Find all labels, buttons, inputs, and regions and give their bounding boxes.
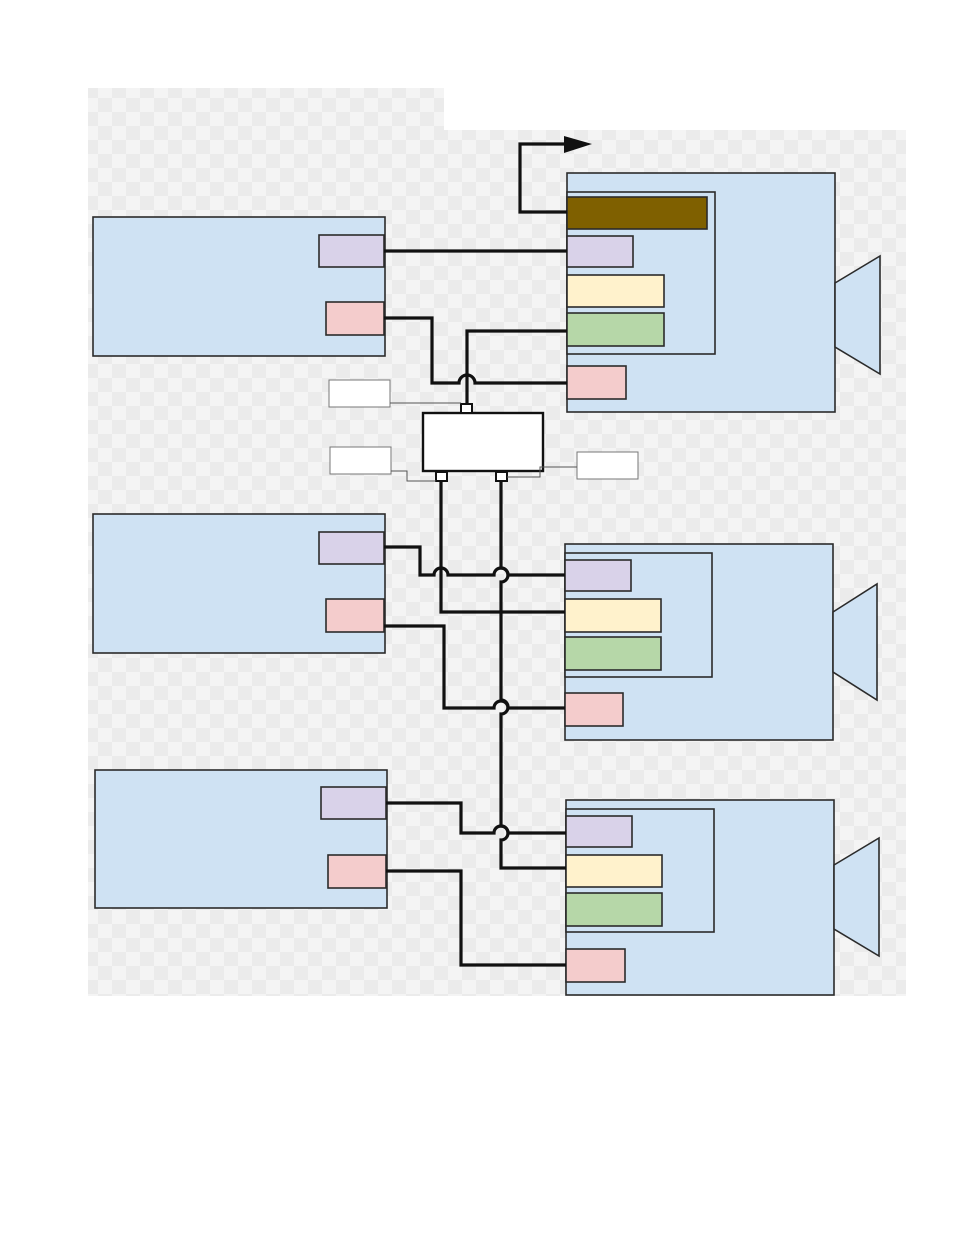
wire-2-lavender bbox=[384, 545, 565, 577]
left-device-2-port-salmon[interactable] bbox=[325, 598, 385, 633]
wires bbox=[384, 136, 592, 967]
camera-2-port-lavender[interactable] bbox=[564, 559, 632, 592]
camera-2-port-salmon[interactable] bbox=[564, 692, 624, 727]
left-device-3 bbox=[94, 769, 388, 909]
camera-3-port-salmon[interactable] bbox=[565, 948, 626, 983]
left-device-1 bbox=[92, 216, 386, 357]
callout-bottom-left bbox=[329, 446, 436, 482]
left-device-1-port-lavender[interactable] bbox=[318, 234, 385, 268]
trapezoid-lens-icon bbox=[833, 836, 880, 958]
wire-3-salmon bbox=[386, 869, 566, 967]
camera-1-port-salmon[interactable] bbox=[566, 365, 627, 400]
camera-1-port-green[interactable] bbox=[566, 312, 665, 347]
camera-3-port-cream[interactable] bbox=[565, 854, 663, 888]
camera-2-port-green[interactable] bbox=[564, 636, 662, 671]
left-device-2-port-lavender[interactable] bbox=[318, 531, 385, 565]
wire-splitter-out-a bbox=[439, 481, 565, 614]
camera-3-port-lavender[interactable] bbox=[565, 815, 633, 848]
arrow-right-icon bbox=[518, 136, 592, 214]
splitter-output-port-b[interactable] bbox=[495, 471, 508, 482]
left-device-1-port-salmon[interactable] bbox=[325, 301, 385, 336]
splitter-box bbox=[421, 403, 545, 482]
callout-top-left bbox=[328, 379, 461, 408]
left-device-2 bbox=[92, 513, 386, 654]
camera-2-port-cream[interactable] bbox=[564, 598, 662, 633]
left-device-3-port-lavender[interactable] bbox=[320, 786, 387, 820]
wire-2-salmon bbox=[384, 624, 565, 710]
camera-2 bbox=[564, 543, 878, 741]
camera-1-port-brown[interactable] bbox=[566, 196, 708, 230]
camera-3 bbox=[565, 799, 880, 996]
camera-1 bbox=[566, 172, 881, 413]
callout-right bbox=[507, 451, 639, 480]
wire-splitter-feed bbox=[465, 329, 567, 404]
wire-3-lavender bbox=[386, 801, 566, 835]
camera-1-port-cream[interactable] bbox=[566, 274, 665, 308]
camera-1-port-lavender[interactable] bbox=[566, 235, 634, 268]
trapezoid-lens-icon bbox=[832, 582, 878, 702]
left-device-3-port-salmon[interactable] bbox=[327, 854, 387, 889]
trapezoid-lens-icon bbox=[834, 254, 881, 376]
splitter-input-port[interactable] bbox=[460, 403, 473, 414]
camera-3-port-green[interactable] bbox=[565, 892, 663, 927]
wire-1-salmon bbox=[384, 316, 567, 385]
splitter-output-port-a[interactable] bbox=[435, 471, 448, 482]
